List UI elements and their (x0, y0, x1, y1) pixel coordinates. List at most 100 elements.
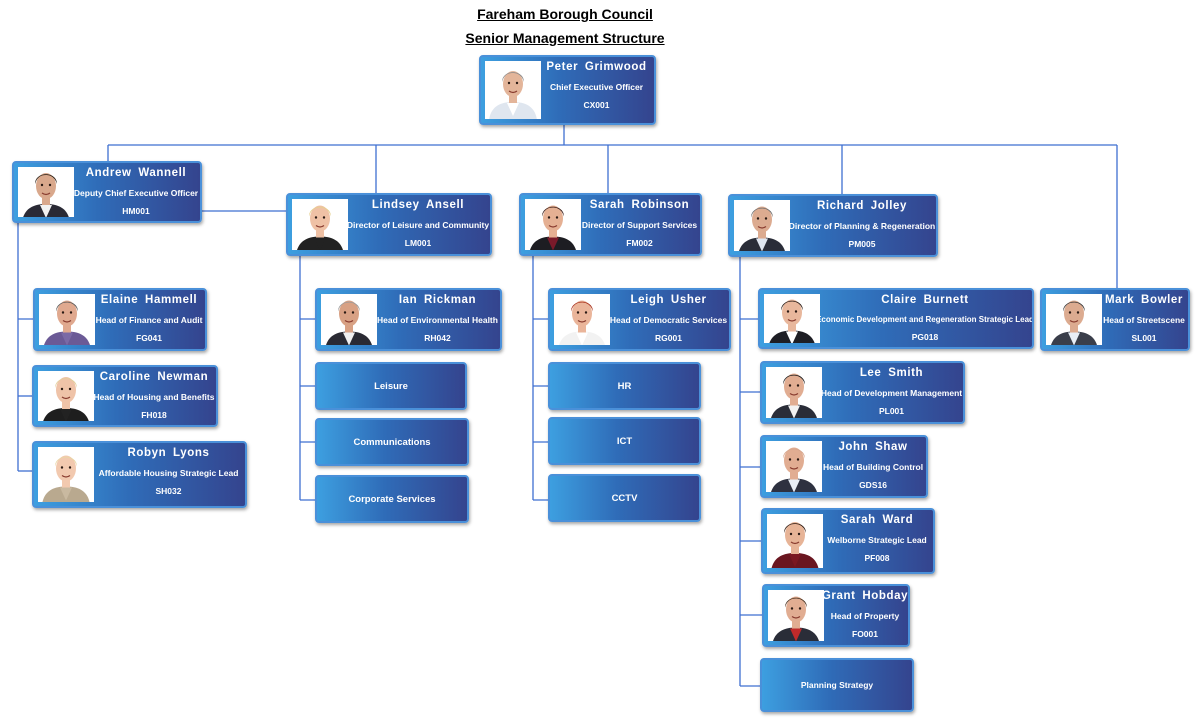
portrait-photo-deputy (18, 167, 74, 217)
portrait-photo-housing (38, 371, 94, 421)
function-box-corporate[interactable]: Corporate Services (315, 475, 469, 523)
org-title: Fareham Borough Council (477, 6, 653, 22)
person-role: Head of Democratic Services (609, 315, 728, 325)
function-box-cctv[interactable]: CCTV (548, 474, 701, 522)
person-code: FM002 (626, 238, 653, 248)
person-role: Chief Executive Officer (549, 82, 644, 92)
portrait-photo-planning-dir (734, 200, 790, 251)
function-box-leisure[interactable]: Leisure (315, 362, 467, 410)
person-role: Affordable Housing Strategic Lead (98, 468, 239, 478)
person-code: SL001 (1131, 333, 1157, 343)
person-code: SH032 (155, 486, 182, 496)
person-role: Head of Property (830, 611, 900, 621)
person-name: Grant Hobday (821, 590, 909, 602)
person-code: RG001 (655, 333, 682, 343)
person-code: CX001 (583, 100, 610, 110)
function-box-ict[interactable]: ICT (548, 417, 701, 465)
person-role: Head of Development Management (820, 388, 963, 398)
person-name: Caroline Newman (99, 371, 209, 383)
function-label: Leisure (374, 380, 408, 392)
person-name: Richard Jolley (816, 200, 907, 212)
person-code: FG041 (136, 333, 162, 343)
function-label: HR (617, 380, 632, 392)
person-role: Deputy Chief Executive Officer (73, 188, 199, 198)
person-role: Economic Development and Regeneration St… (816, 315, 1034, 324)
person-name: Lindsey Ansell (371, 199, 465, 211)
person-code: RH042 (424, 333, 451, 343)
person-role: Director of Planning & Regeneration (788, 221, 936, 231)
person-code: FH018 (141, 410, 167, 420)
person-name: Elaine Hammell (100, 294, 198, 306)
person-name: Claire Burnett (881, 294, 969, 306)
function-label: CCTV (611, 492, 638, 504)
person-code: FO001 (852, 629, 878, 639)
person-role: Director of Leisure and Community (346, 220, 490, 230)
portrait-photo-affordable (38, 447, 94, 502)
person-code: PM005 (848, 239, 876, 249)
function-label: Communications (353, 436, 431, 448)
portrait-photo-econ-dev (764, 294, 820, 343)
person-role: Director of Support Services (581, 220, 698, 230)
person-name: Sarah Robinson (589, 199, 690, 211)
person-code: GDS16 (859, 480, 887, 490)
person-role: Head of Streetscene (1103, 315, 1185, 325)
function-box-planning-strategy[interactable]: Planning Strategy (760, 658, 914, 712)
portrait-photo-env-health (321, 294, 377, 345)
person-code: PF008 (864, 553, 890, 563)
person-name: Leigh Usher (630, 294, 707, 306)
portrait-photo-ceo (485, 61, 541, 119)
function-box-communications[interactable]: Communications (315, 418, 469, 466)
person-role: Head of Housing and Benefits (93, 392, 215, 402)
person-code: HM001 (122, 206, 150, 216)
function-label: Planning Strategy (800, 680, 874, 690)
person-name: John Shaw (838, 441, 908, 453)
portrait-photo-leisure-dir (292, 199, 348, 250)
person-name: Sarah Ward (840, 514, 914, 526)
person-role: Head of Finance and Audit (95, 315, 203, 325)
person-name: Ian Rickman (398, 294, 477, 306)
chart-subtitle: Senior Management Structure (465, 30, 665, 46)
person-code: PG018 (911, 332, 939, 342)
portrait-photo-dev-mgmt (766, 367, 822, 418)
person-role: Welborne Strategic Lead (827, 535, 927, 545)
function-label: Corporate Services (348, 493, 436, 505)
person-code: LM001 (404, 238, 432, 248)
person-name: Peter Grimwood (546, 61, 647, 73)
portrait-photo-support-dir (525, 199, 581, 250)
person-role: Head of Building Control (822, 462, 924, 472)
person-name: Andrew Wannell (85, 167, 187, 179)
person-name: Robyn Lyons (127, 447, 210, 459)
portrait-photo-finance (39, 294, 95, 345)
function-box-hr[interactable]: HR (548, 362, 701, 410)
